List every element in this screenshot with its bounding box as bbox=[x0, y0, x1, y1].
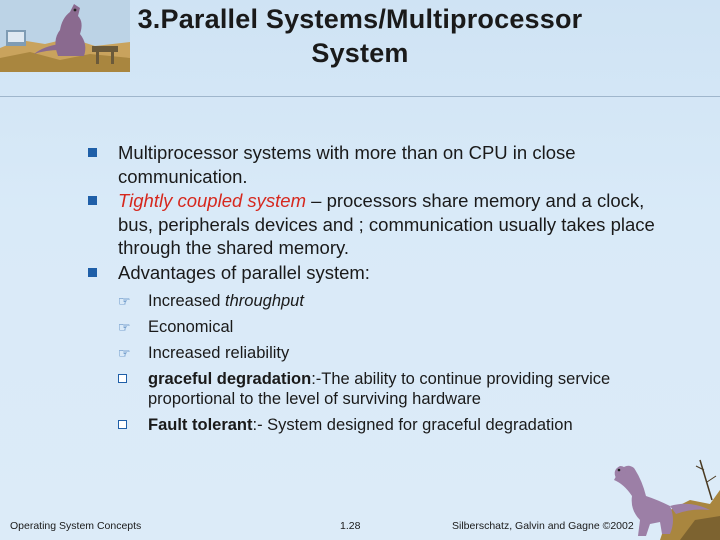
bullet-list: Multiprocessor systems with more than on… bbox=[88, 141, 658, 441]
square-bullet-icon bbox=[88, 267, 97, 277]
list-item: Multiprocessor systems with more than on… bbox=[88, 141, 658, 188]
dinosaur-desk-illustration bbox=[0, 0, 130, 72]
list-item: graceful degradation:-The ability to con… bbox=[118, 369, 658, 409]
emphasis-text: Tightly coupled system bbox=[118, 190, 306, 211]
bold-term: Fault tolerant bbox=[148, 416, 253, 434]
list-item: ☞ Increased throughput bbox=[118, 291, 658, 311]
square-bullet-icon bbox=[88, 196, 97, 205]
pointing-hand-icon: ☞ bbox=[118, 346, 131, 362]
list-item: Advantages of parallel system: bbox=[88, 261, 658, 285]
sub-bullet-text: Increased bbox=[148, 292, 226, 310]
bullet-text: – processors share memory and a clock, b… bbox=[118, 190, 655, 258]
hollow-square-icon bbox=[118, 420, 127, 429]
square-bullet-icon bbox=[88, 148, 97, 157]
dinosaur-walking-illustration bbox=[614, 459, 720, 540]
sub-bullet-text: :-The ability to continue providing serv… bbox=[148, 370, 611, 408]
footer-left: Operating System Concepts bbox=[10, 520, 142, 532]
pointing-hand-icon: ☞ bbox=[118, 294, 131, 310]
list-item: ☞ Economical bbox=[118, 317, 658, 337]
page-title: 3.Parallel Systems/Multiprocessor System bbox=[137, 4, 583, 68]
sub-bullet-text: Economical bbox=[148, 318, 234, 336]
list-item: Fault tolerant:- System designed for gra… bbox=[118, 415, 658, 435]
sub-bullet-text: :- System designed for graceful degradat… bbox=[252, 416, 573, 434]
list-item: Tightly coupled system – processors shar… bbox=[88, 189, 658, 260]
sub-bullet-list: ☞ Increased throughput ☞ Economical ☞ In… bbox=[88, 291, 658, 435]
list-item: ☞ Increased reliability bbox=[118, 343, 658, 363]
hollow-square-icon bbox=[118, 374, 127, 383]
sub-bullet-text: Increased reliability bbox=[148, 344, 290, 362]
footer-right: Silberschatz, Galvin and Gagne ©2002 bbox=[452, 520, 634, 532]
bold-term: graceful degradation bbox=[148, 370, 312, 388]
bullet-text: Advantages of parallel system: bbox=[118, 261, 370, 283]
emphasis-text: throughput bbox=[225, 292, 304, 310]
title-divider bbox=[0, 96, 720, 97]
pointing-hand-icon: ☞ bbox=[118, 320, 131, 336]
bullet-text: Multiprocessor systems with more than on… bbox=[118, 142, 576, 187]
footer-page-number: 1.28 bbox=[340, 520, 361, 532]
